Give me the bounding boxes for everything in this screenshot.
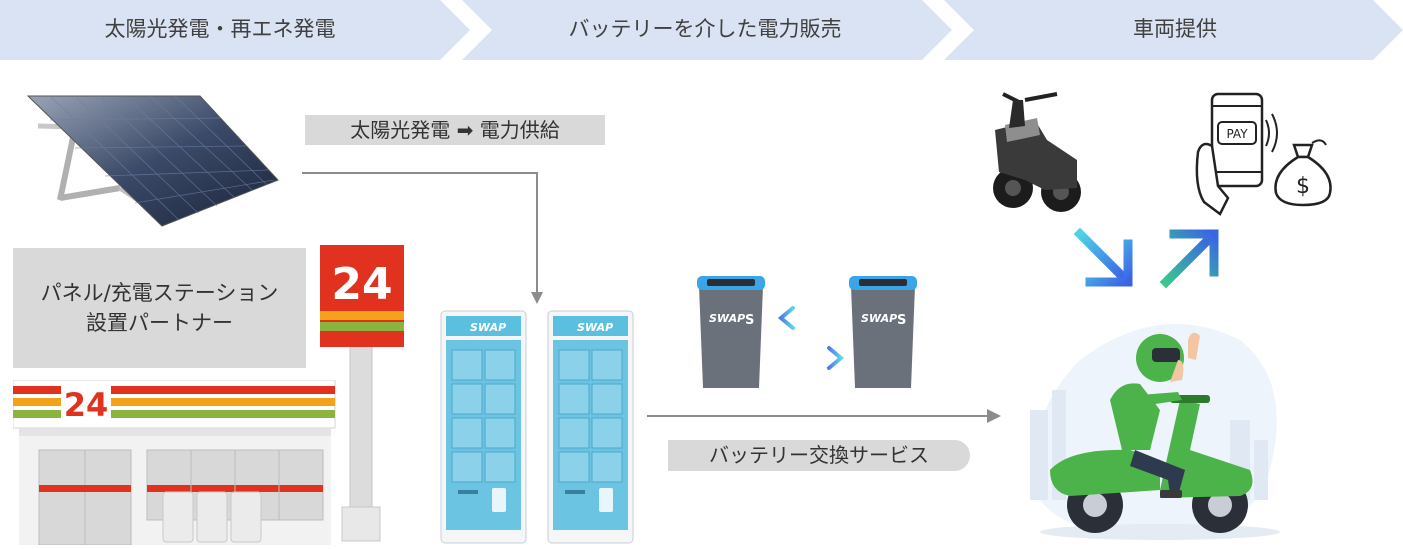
svg-text:SWAP: SWAP: [470, 321, 506, 334]
charging-station-right: SWAP: [547, 310, 634, 544]
scooter-icon: [993, 92, 1081, 212]
station-to-rider-arrow: [647, 409, 1001, 423]
battery-right: SWAP S: [849, 276, 917, 388]
convenience-store-icon: 24: [13, 380, 336, 545]
partner-label: パネル/充電ステーション 設置パートナー: [13, 248, 306, 368]
rider-icon: [1030, 324, 1280, 540]
money-bag-icon: $: [1274, 139, 1332, 207]
svg-text:S: S: [745, 313, 754, 328]
phone-pay-icon: PAY: [1195, 92, 1278, 216]
chevron-step-1: [0, 0, 470, 60]
charging-station-icon: SWAP SWAP: [440, 310, 634, 544]
step-label-1: 太陽光発電・再エネ発電: [104, 17, 336, 41]
battery-left: SWAP S: [697, 276, 765, 388]
step-label-2: バッテリーを介した電力販売: [568, 17, 842, 41]
arrow-down-right-icon: [1073, 227, 1133, 287]
step-label-3: 車両提供: [1133, 17, 1217, 41]
pay-text: PAY: [1226, 127, 1248, 141]
solar-supply-label: 太陽光発電 ➡ 電力供給: [305, 115, 605, 145]
svg-text:SWAP: SWAP: [577, 321, 613, 334]
flow-arrows: [1073, 227, 1219, 289]
battery-icon: SWAP S SWAP S: [697, 276, 917, 388]
charging-station-left: SWAP: [440, 310, 527, 544]
svg-text:SWAP: SWAP: [861, 312, 897, 325]
process-chevrons: [0, 0, 1403, 60]
swap-arrows: [777, 306, 845, 370]
battery-service-label: バッテリー交換サービス: [668, 440, 970, 471]
store-sign-icon: 24: [320, 245, 404, 542]
pole-sign-number: 24: [331, 259, 392, 310]
arrow-up-right-icon: [1159, 229, 1219, 289]
chevron-step-2: [462, 0, 952, 60]
solar-panel-icon: [26, 95, 279, 227]
store-number: 24: [64, 386, 109, 424]
chevron-step-3: [944, 0, 1403, 60]
solar-to-station-arrow: [302, 172, 543, 304]
svg-text:S: S: [897, 313, 906, 328]
svg-text:SWAP: SWAP: [709, 312, 745, 325]
money-symbol: $: [1296, 174, 1310, 199]
